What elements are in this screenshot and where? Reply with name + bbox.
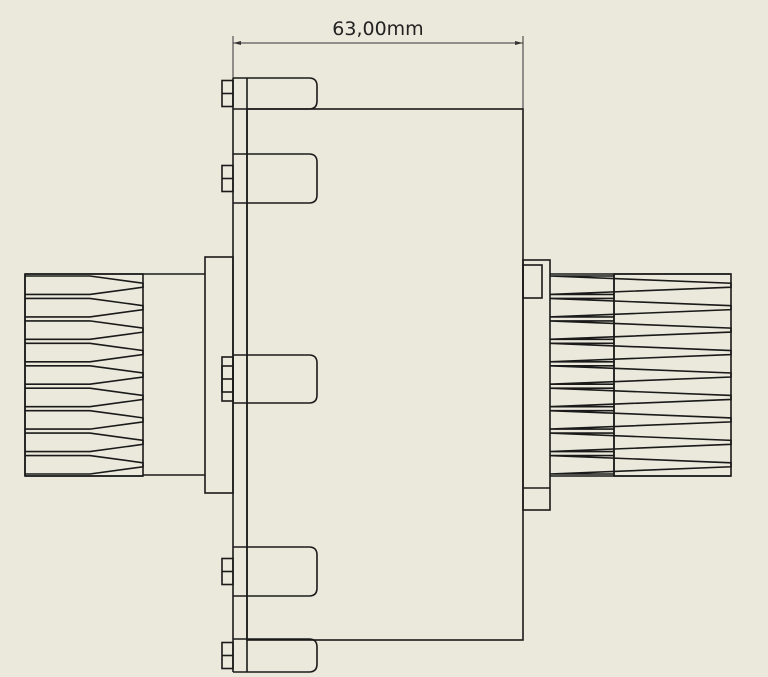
gear-tooth [549, 275, 732, 296]
gear-tooth [549, 387, 732, 408]
gear-tooth [25, 409, 144, 430]
width-dimension[interactable]: 63,00mm [232, 18, 524, 109]
gearbox-body [232, 78, 524, 672]
left-hub [143, 256, 234, 494]
gear-tooth [25, 297, 144, 318]
gear-tooth [25, 387, 144, 408]
mounting-tab [221, 153, 318, 204]
gear-tooth [549, 409, 732, 430]
left-spline-gear [24, 273, 144, 477]
gear-tooth [549, 342, 732, 363]
gear-tooth [549, 432, 732, 453]
right-spline-gear [549, 273, 732, 477]
right-hub-block [522, 264, 543, 299]
mounting-tab [221, 546, 318, 597]
gear-tooth [25, 454, 144, 475]
gear-tooth [549, 320, 732, 341]
gear-tooth [25, 342, 144, 363]
gear-tooth [25, 364, 144, 386]
mounting-tabs [221, 77, 318, 673]
gear-tooth [549, 364, 732, 386]
gear-tooth [25, 320, 144, 341]
left-hub-plate [204, 256, 234, 494]
mounting-tab [221, 638, 318, 673]
gear-tooth [549, 454, 732, 475]
gear-tooth [25, 275, 144, 296]
housing [246, 108, 524, 641]
gear-tooth [549, 297, 732, 318]
mounting-tab [221, 77, 318, 110]
gear-tooth [25, 432, 144, 453]
dimension-label: 63,00mm [332, 18, 423, 40]
mounting-tab [221, 354, 318, 404]
left-hub-bolt [221, 356, 234, 402]
